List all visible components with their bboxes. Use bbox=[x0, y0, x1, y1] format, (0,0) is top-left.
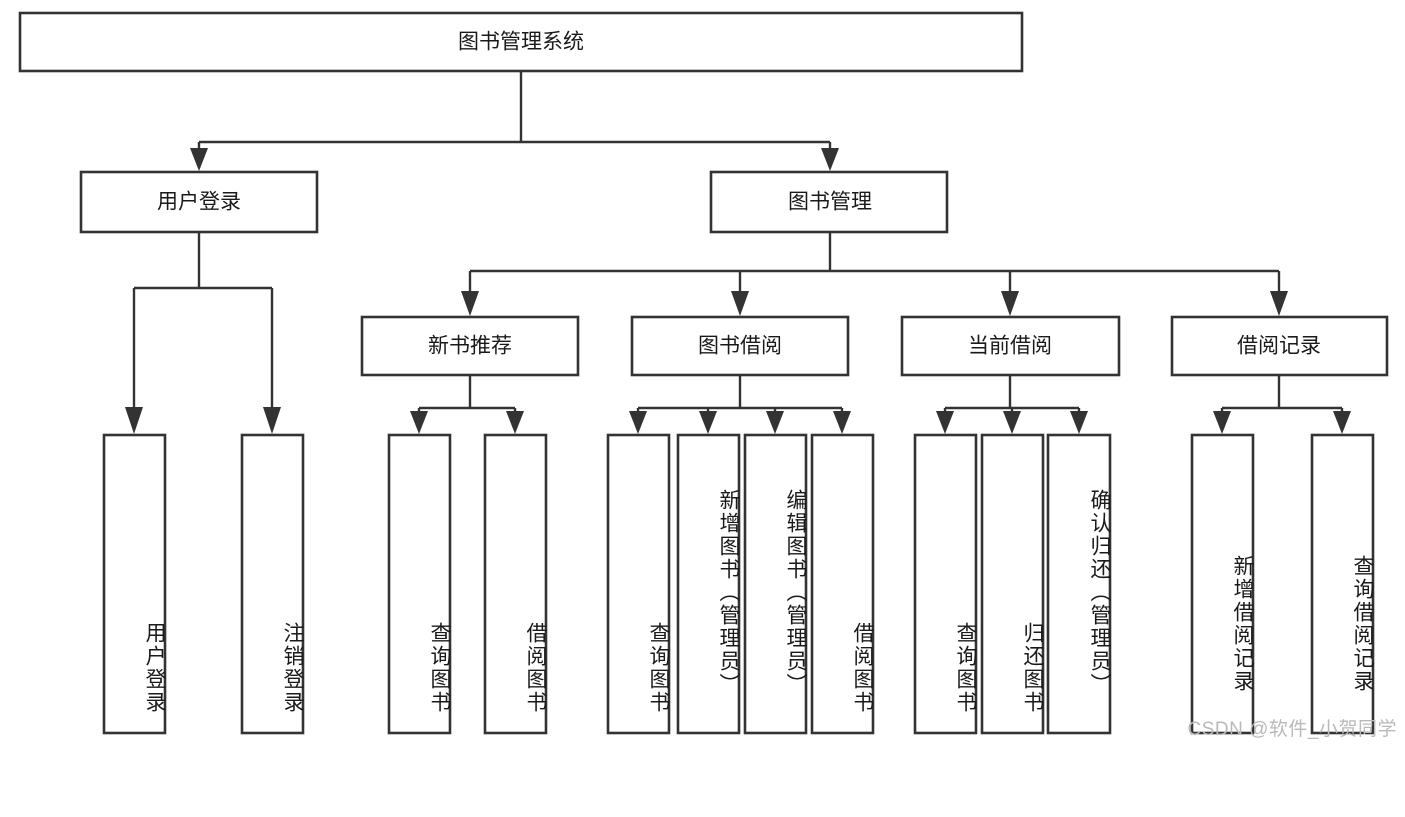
node-book-borrow[interactable]: 图书借阅 bbox=[630, 315, 850, 377]
arrowhead-leaf-borrow-book bbox=[833, 411, 851, 434]
node-leaf-return-book-box[interactable] bbox=[980, 433, 1045, 735]
node-root-label: 图书管理系统 bbox=[458, 31, 584, 54]
node-borrow-record-label: 借阅记录 bbox=[1237, 335, 1321, 358]
arrowhead-book-management bbox=[821, 148, 839, 171]
arrowhead-leaf-query-book-new bbox=[410, 411, 428, 434]
hierarchy-diagram-svg: 图书管理系统 用户登录 图书管理 新书推荐 图书借阅 bbox=[18, 11, 1389, 735]
node-leaf-add-book-box[interactable] bbox=[676, 433, 741, 735]
arrowhead-leaf-query-record bbox=[1333, 411, 1351, 434]
node-leaf-edit-book-box[interactable] bbox=[743, 433, 808, 735]
node-user-login-box[interactable] bbox=[79, 170, 319, 234]
node-current-borrow[interactable]: 当前借阅 bbox=[900, 315, 1121, 377]
connector-layer bbox=[125, 71, 1351, 434]
arrowhead-user-login bbox=[190, 148, 208, 171]
node-root[interactable]: 图书管理系统 bbox=[18, 11, 1024, 73]
node-new-book-recommend-label: 新书推荐 bbox=[428, 335, 512, 358]
node-current-borrow-box[interactable] bbox=[900, 315, 1121, 377]
arrowhead-leaf-confirm-return bbox=[1070, 411, 1088, 434]
node-book-management-label: 图书管理 bbox=[788, 191, 872, 214]
node-root-box[interactable] bbox=[18, 11, 1024, 73]
node-leaf-query-book-new-box[interactable] bbox=[387, 433, 452, 735]
arrowhead-book-borrow bbox=[731, 291, 749, 316]
arrowhead-leaf-add-record bbox=[1213, 411, 1231, 434]
node-new-book-recommend[interactable]: 新书推荐 bbox=[360, 315, 580, 377]
arrowhead-leaf-query-book-current bbox=[936, 411, 954, 434]
csdn-watermark: CSDN @软件_小贺同学 bbox=[1187, 719, 1397, 740]
node-leaf-query-book-current-box[interactable] bbox=[913, 433, 978, 735]
arrowhead-leaf-query-book-borrow bbox=[629, 411, 647, 434]
node-user-login-label: 用户登录 bbox=[157, 191, 241, 214]
node-leaf-logout-box[interactable] bbox=[240, 433, 305, 735]
node-borrow-record[interactable]: 借阅记录 bbox=[1170, 315, 1389, 377]
arrowhead-leaf-logout bbox=[263, 407, 281, 434]
arrowhead-leaf-borrow-book-new bbox=[506, 411, 524, 434]
node-leaf-user-login-box[interactable] bbox=[102, 433, 167, 735]
node-current-borrow-label: 当前借阅 bbox=[968, 335, 1052, 358]
node-layer: 图书管理系统 用户登录 图书管理 新书推荐 图书借阅 bbox=[18, 11, 1389, 735]
diagram-canvas: 图书管理系统 用户登录 图书管理 新书推荐 图书借阅 bbox=[18, 11, 1397, 740]
arrowhead-leaf-user-login bbox=[125, 407, 143, 434]
arrowhead-new-book-recommend bbox=[461, 291, 479, 316]
node-book-management[interactable]: 图书管理 bbox=[709, 170, 949, 234]
node-leaf-query-record-box[interactable] bbox=[1310, 433, 1375, 735]
node-user-login[interactable]: 用户登录 bbox=[79, 170, 319, 234]
node-leaf-borrow-book-box[interactable] bbox=[810, 433, 875, 735]
node-book-borrow-box[interactable] bbox=[630, 315, 850, 377]
node-book-borrow-label: 图书借阅 bbox=[698, 335, 782, 358]
arrowhead-leaf-add-book bbox=[699, 411, 717, 434]
node-leaf-add-record-box[interactable] bbox=[1190, 433, 1255, 735]
node-leaf-query-book-borrow-box[interactable] bbox=[606, 433, 671, 735]
node-book-management-box[interactable] bbox=[709, 170, 949, 234]
arrowhead-current-borrow bbox=[1001, 291, 1019, 316]
node-borrow-record-box[interactable] bbox=[1170, 315, 1389, 377]
arrowhead-leaf-return-book bbox=[1003, 411, 1021, 434]
arrowhead-borrow-record bbox=[1270, 291, 1288, 316]
node-leaf-confirm-return-box[interactable] bbox=[1046, 433, 1112, 735]
node-leaf-borrow-book-new-box[interactable] bbox=[483, 433, 548, 735]
arrowhead-leaf-edit-book bbox=[766, 411, 784, 434]
node-new-book-recommend-box[interactable] bbox=[360, 315, 580, 377]
